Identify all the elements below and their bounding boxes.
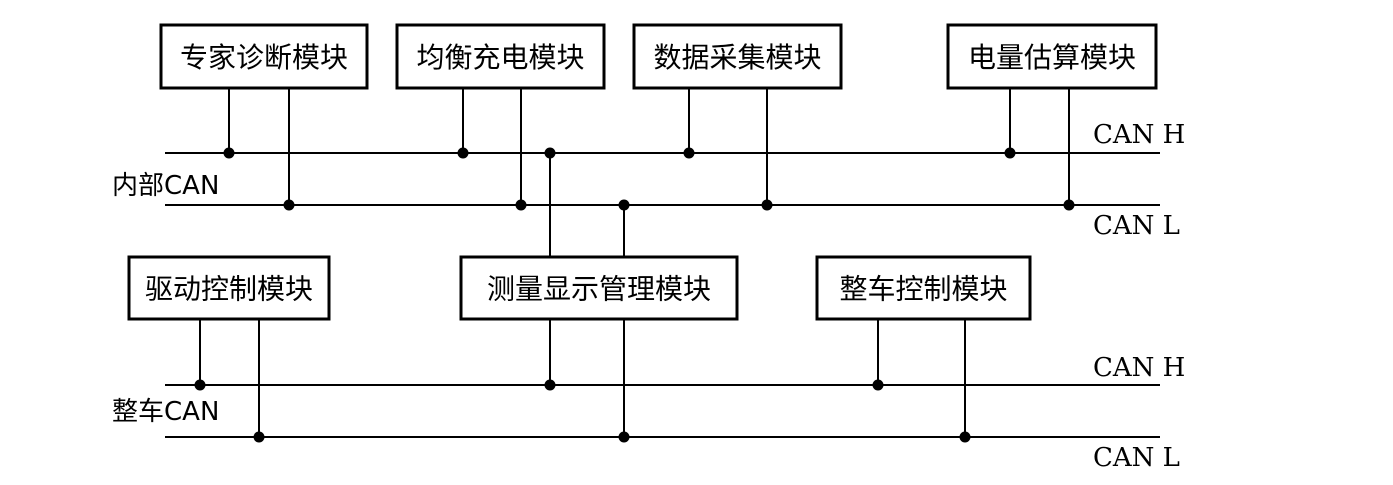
vehicle-control-module: 整车控制模块 xyxy=(815,255,1032,321)
measurement-display-module: 测量显示管理模块 xyxy=(459,255,739,321)
data-acquisition-module-label: 数据采集模块 xyxy=(653,41,821,74)
vehicle-can-low-label: CAN L xyxy=(1093,443,1180,473)
expert-diagnosis-module-label: 专家诊断模块 xyxy=(180,41,348,74)
drive-control-module-bus-node xyxy=(194,379,206,391)
measurement-display-module-bus-node xyxy=(544,379,556,391)
vehicle-control-module-bus-node xyxy=(959,431,971,443)
data-acquisition-module-box xyxy=(632,23,843,90)
drive-control-module: 驱动控制模块 xyxy=(127,255,331,321)
measurement-display-module-bus-node xyxy=(618,431,630,443)
charge-estimation-module: 电量估算模块 xyxy=(946,23,1158,90)
balanced-charging-module-box xyxy=(395,23,606,90)
drive-control-module-label: 驱动控制模块 xyxy=(145,273,313,306)
measurement-display-module-bus-node xyxy=(544,147,556,159)
measurement-display-module-bus-node xyxy=(618,199,630,211)
internal-can-label: 内部CAN xyxy=(112,171,219,201)
charge-estimation-module-box xyxy=(946,23,1158,90)
charge-estimation-module-bus-node xyxy=(1063,199,1075,211)
balanced-charging-module: 均衡充电模块 xyxy=(395,23,606,90)
measurement-display-module-label: 测量显示管理模块 xyxy=(487,273,711,306)
data-acquisition-module: 数据采集模块 xyxy=(632,23,843,90)
drive-control-module-bus-node xyxy=(253,431,265,443)
expert-diagnosis-module: 专家诊断模块 xyxy=(159,23,369,90)
internal-can-low-label: CAN L xyxy=(1093,211,1180,241)
drive-control-module-box xyxy=(127,255,331,321)
balanced-charging-module-bus-node xyxy=(515,199,527,211)
expert-diagnosis-module-bus-node xyxy=(223,147,235,159)
balanced-charging-module-bus-node xyxy=(457,147,469,159)
vehicle-control-module-box xyxy=(815,255,1032,321)
expert-diagnosis-module-box xyxy=(159,23,369,90)
data-acquisition-module-bus-node xyxy=(761,199,773,211)
expert-diagnosis-module-bus-node xyxy=(283,199,295,211)
vehicle-can-high-label: CAN H xyxy=(1093,353,1185,383)
vehicle-control-module-label: 整车控制模块 xyxy=(839,273,1007,306)
data-acquisition-module-bus-node xyxy=(683,147,695,159)
charge-estimation-module-bus-node xyxy=(1004,147,1016,159)
vehicle-control-module-bus-node xyxy=(872,379,884,391)
internal-can-high-label: CAN H xyxy=(1093,120,1185,150)
measurement-display-module-box xyxy=(459,255,739,321)
balanced-charging-module-label: 均衡充电模块 xyxy=(416,41,584,74)
vehicle-can-label: 整车CAN xyxy=(112,397,219,427)
charge-estimation-module-label: 电量估算模块 xyxy=(968,41,1136,74)
